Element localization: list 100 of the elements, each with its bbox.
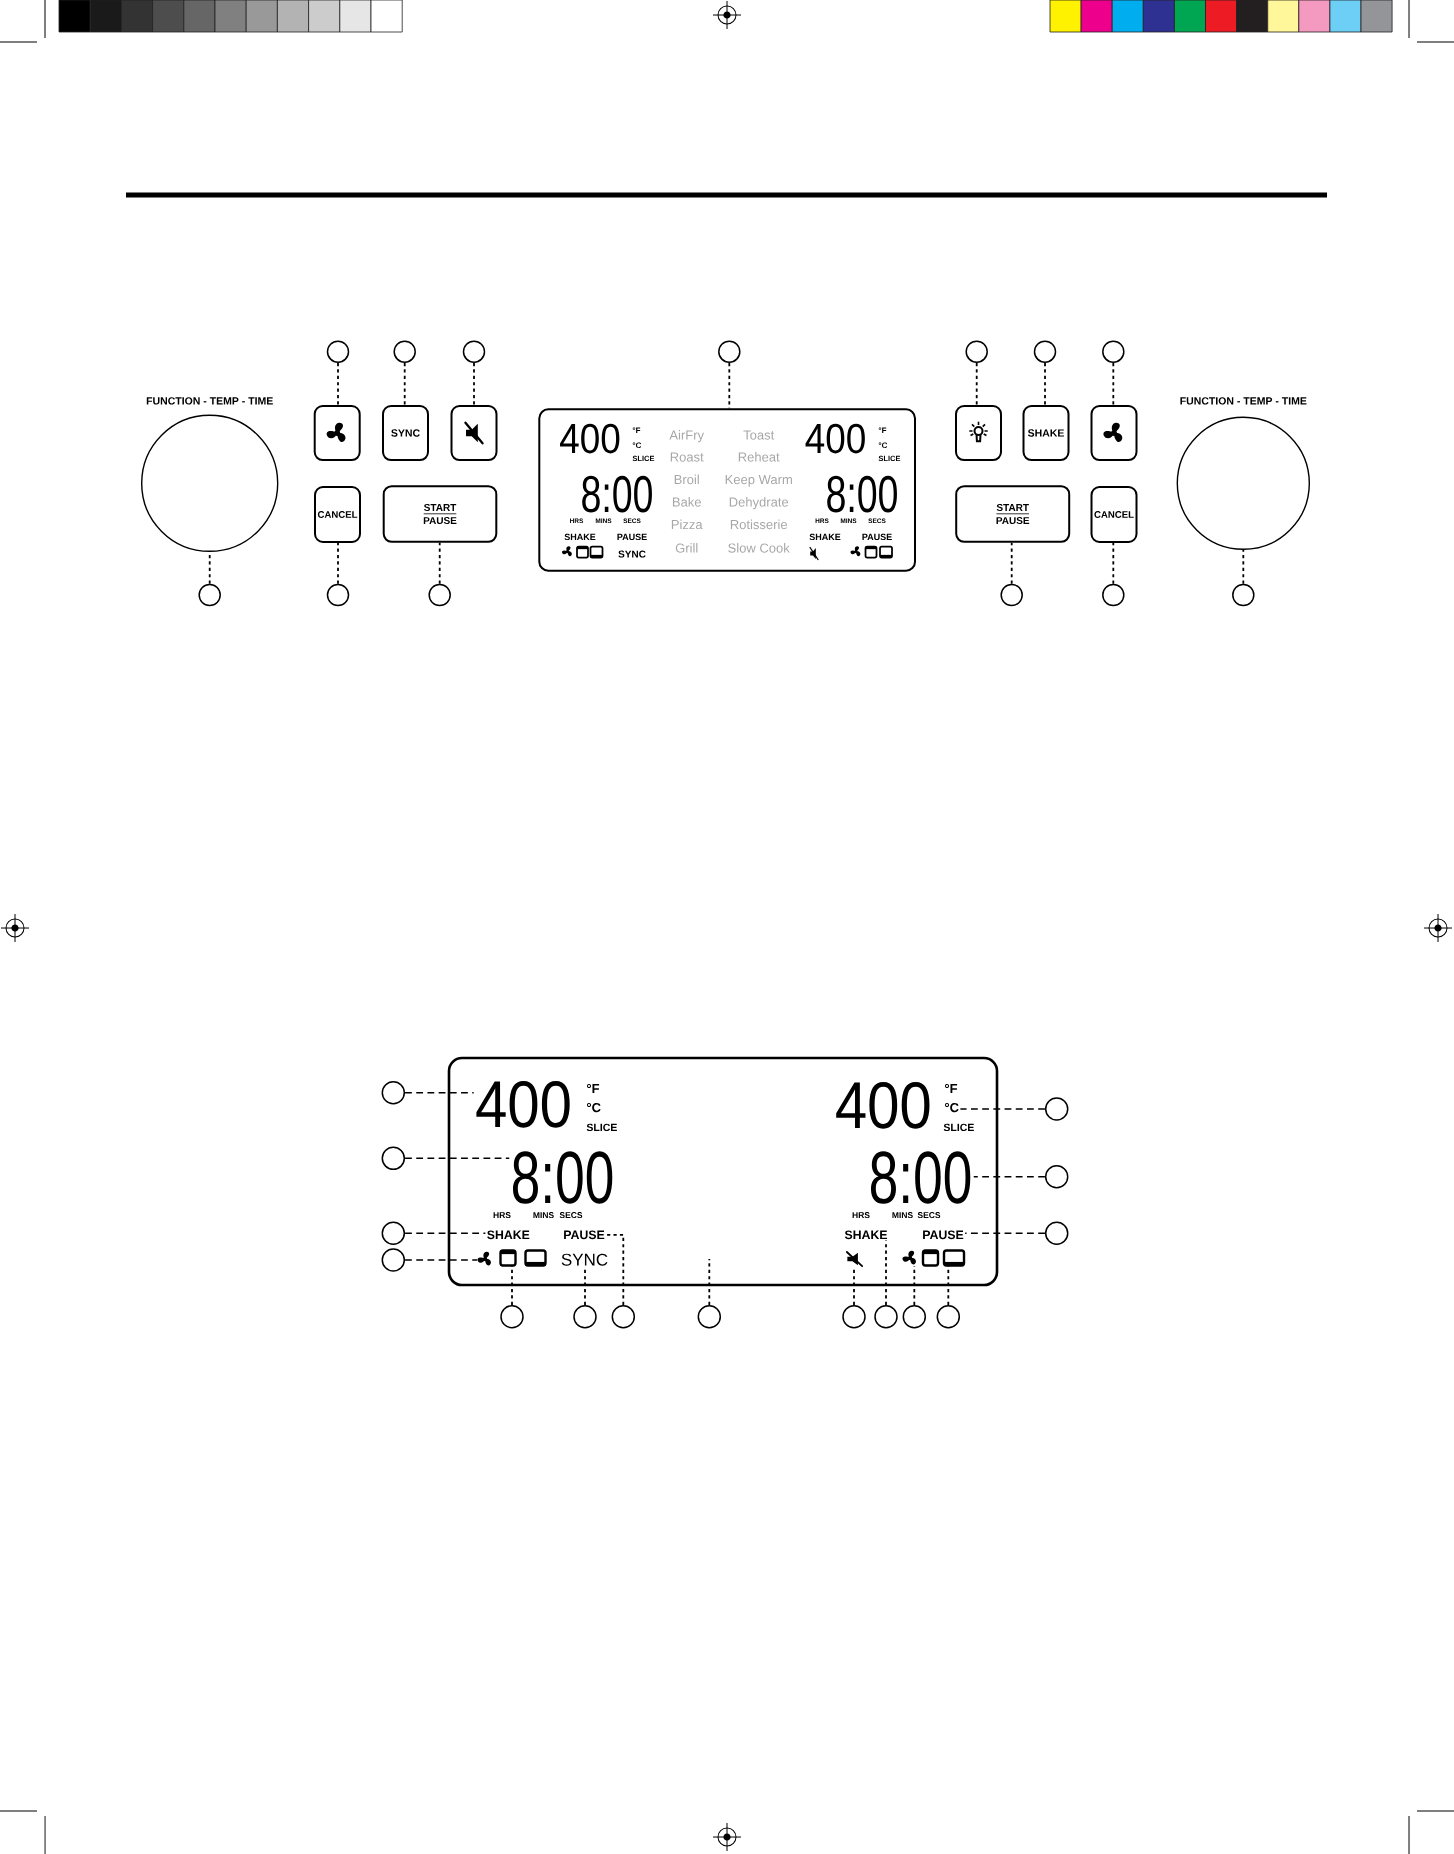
status-label: SHAKE: [487, 1230, 530, 1240]
time-unit-label: MINS: [533, 1212, 554, 1219]
callout-circle: [842, 1304, 866, 1329]
function-name: AirFry: [669, 430, 704, 443]
start-pause-button: START PAUSE: [382, 485, 498, 543]
function-name: Roast: [670, 452, 704, 462]
time-readout: 8:00: [513, 1151, 613, 1204]
shake-button: SHAKE: [1022, 405, 1070, 461]
unit-label: °C: [586, 1102, 601, 1113]
function-name: Bake: [672, 497, 701, 507]
leader-line: [605, 1233, 625, 1306]
leader-line: [959, 1108, 1046, 1110]
callout-circle: [381, 1248, 406, 1272]
rack-icon: [942, 1249, 966, 1267]
function-name: Slow Cook: [728, 543, 790, 553]
callout-circle: [1044, 1221, 1069, 1246]
callout-circle: [381, 1221, 406, 1246]
slice-label: SLICE: [943, 1123, 974, 1132]
leader-line: [511, 1265, 513, 1306]
callout-circle: [718, 340, 741, 363]
temperature-readout: 400: [560, 423, 620, 454]
status-label: SHAKE: [844, 1230, 888, 1240]
function-name: Broil: [674, 474, 699, 485]
time-unit-label: HRS: [852, 1212, 870, 1219]
callout-circle: [697, 1304, 722, 1329]
leader-line: [973, 1176, 1046, 1178]
leader-line: [964, 1232, 1046, 1234]
time-readout: 8:00: [582, 475, 652, 513]
unit-label: °C: [944, 1102, 959, 1113]
leader-line: [404, 1092, 475, 1094]
callout-circle: [1033, 340, 1057, 363]
callout-circle: [326, 340, 350, 363]
time-readout: 8:00: [827, 475, 897, 513]
callout-circle: [381, 1080, 406, 1105]
status-label: PAUSE: [564, 1230, 605, 1240]
leader-line: [337, 362, 339, 406]
sync-button: SYNC: [382, 405, 429, 461]
time-unit-label: HRS: [493, 1212, 511, 1219]
leader-line: [913, 1265, 916, 1306]
function-name: Keep Warm: [725, 475, 792, 487]
callout-circle: [965, 340, 988, 363]
callout-circle: [326, 583, 350, 607]
callout-circle: [428, 583, 451, 607]
callout-circle: [381, 1146, 406, 1171]
callout-circle: [1044, 1164, 1069, 1189]
function-name: Toast: [743, 430, 775, 440]
callout-circle: [393, 340, 416, 363]
leader-line: [337, 542, 339, 585]
unit-label: °F: [878, 427, 887, 433]
status-label: SYNC: [561, 1253, 608, 1266]
slice-label: SLICE: [586, 1123, 617, 1132]
time-unit-label: MINS: [892, 1212, 913, 1219]
cancel-button: CANCEL: [1090, 486, 1138, 543]
leader-line: [1112, 362, 1115, 406]
unit-label: °F: [632, 427, 641, 433]
temperature-readout: 400: [836, 1081, 930, 1129]
callout-circle: [1102, 340, 1125, 363]
knob-label: FUNCTION - TEMP - TIME: [1180, 397, 1307, 405]
rack-icon: [499, 1249, 517, 1267]
time-unit-label: SECS: [559, 1212, 583, 1219]
leader-line: [438, 541, 441, 585]
function-name: Dehydrate: [729, 497, 789, 510]
leader-line: [708, 1258, 711, 1306]
leader-line: [404, 1232, 487, 1234]
callout-circle: [198, 583, 221, 607]
leader-line: [1010, 541, 1013, 585]
callout-circle: [1044, 1097, 1069, 1121]
status-label: PAUSE: [923, 1230, 964, 1240]
callout-circle: [611, 1304, 636, 1329]
callout-circle: [1102, 583, 1125, 607]
callout-circle: [1000, 583, 1023, 607]
status-label: SHAKE: [564, 533, 596, 541]
unit-label: °F: [586, 1084, 600, 1093]
leader-line: [473, 362, 475, 406]
leader-line: [404, 1157, 510, 1159]
status-label: SHAKE: [809, 533, 841, 541]
callout-circle: [500, 1304, 524, 1329]
leader-line: [1112, 542, 1115, 585]
start-pause-button: START PAUSE: [955, 485, 1071, 543]
status-label: PAUSE: [617, 533, 647, 541]
temperature-readout: 400: [805, 423, 865, 454]
leader-line: [975, 362, 978, 406]
leader-line: [1242, 549, 1245, 585]
unit-label: °F: [944, 1084, 958, 1093]
knob-label: FUNCTION - TEMP - TIME: [146, 397, 273, 405]
callout-circle: [573, 1304, 597, 1329]
leader-line: [403, 362, 406, 406]
status-label: PAUSE: [862, 533, 892, 541]
leader-line: [404, 1259, 478, 1261]
unit-label: °C: [632, 442, 642, 449]
function-name: Pizza: [671, 519, 703, 530]
fan-icon: [902, 1250, 916, 1265]
callout-circle: [902, 1304, 927, 1329]
callout-circle: [874, 1304, 898, 1329]
leader-line: [1044, 362, 1046, 406]
function-name: Rotisserie: [730, 519, 787, 530]
mute-icon: [845, 1251, 864, 1267]
status-label: SYNC: [618, 550, 646, 558]
function-name: Grill: [675, 543, 698, 553]
temperature-readout: 400: [476, 1080, 570, 1128]
